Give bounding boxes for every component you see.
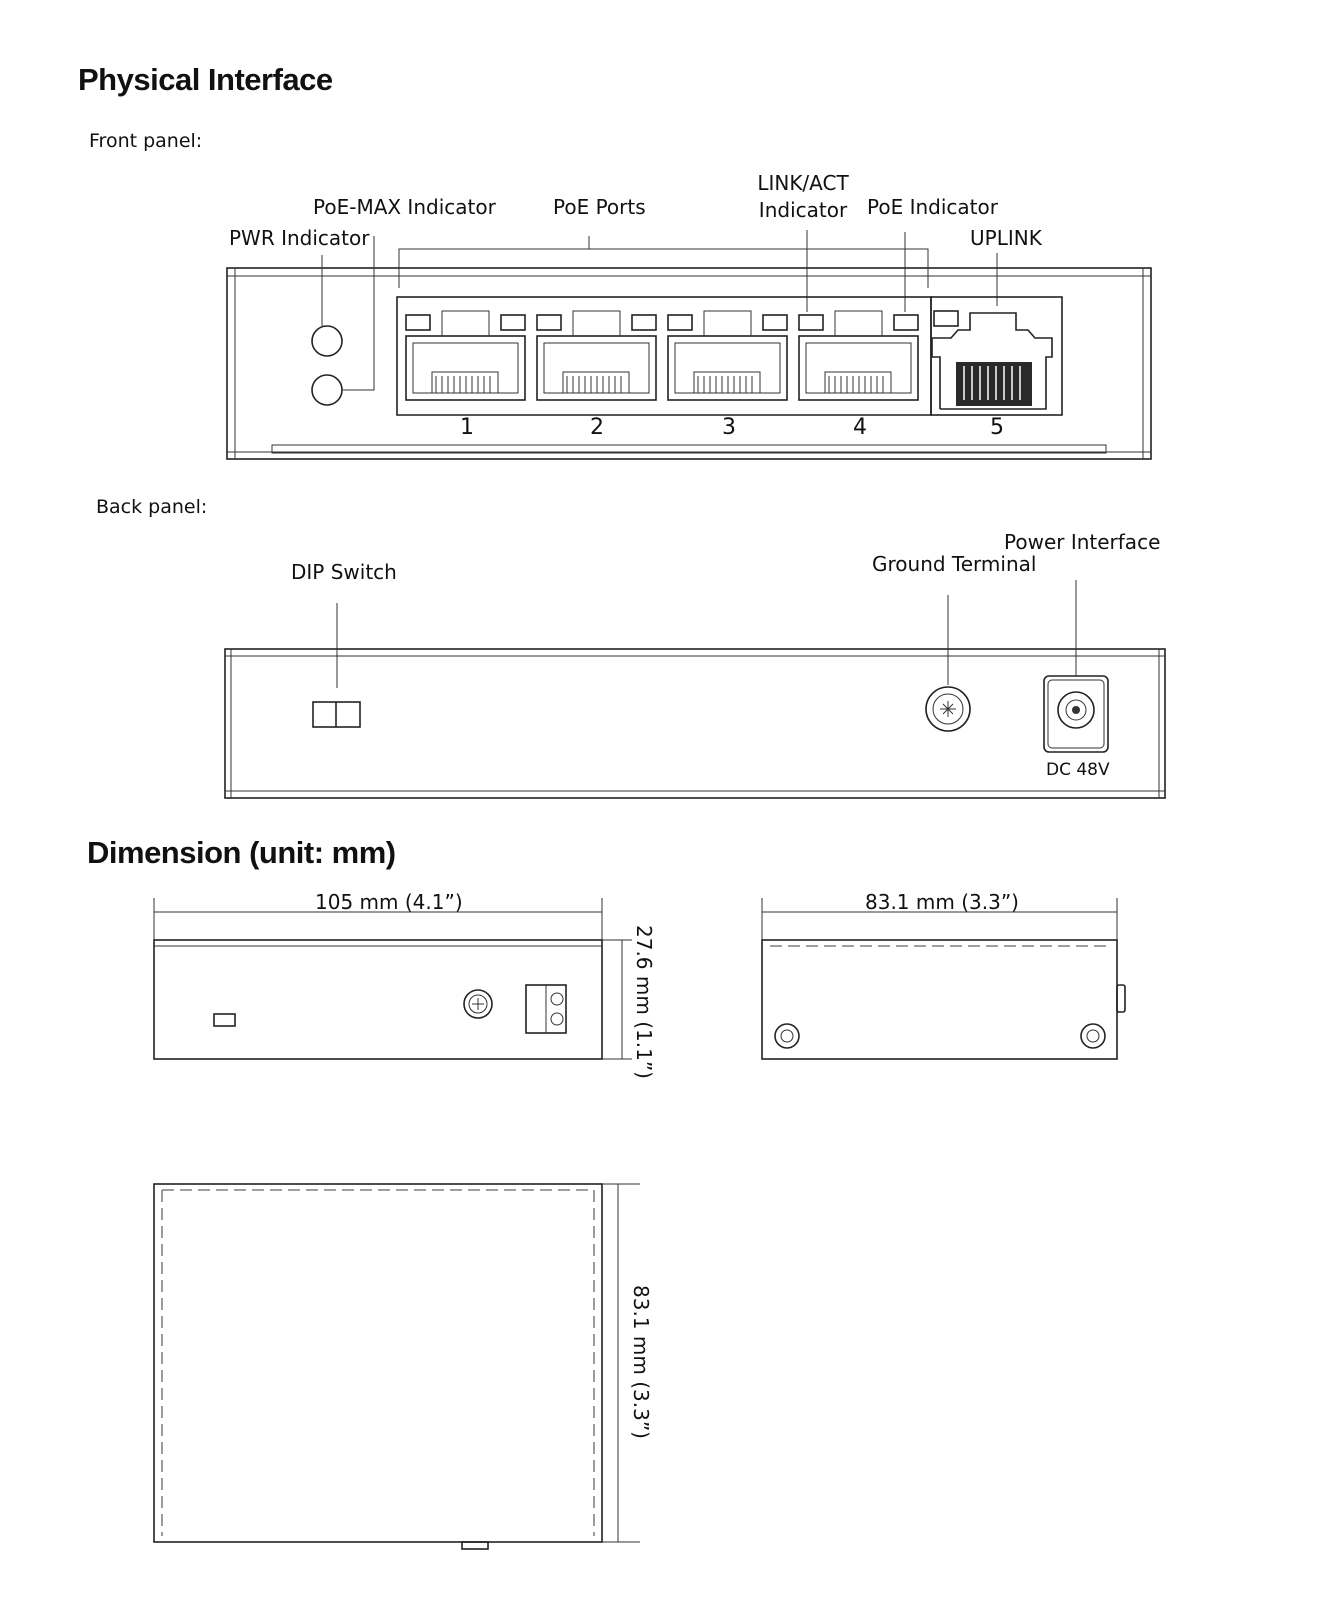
poe-max-led-icon [311, 374, 343, 406]
width-dimension-label: 105 mm (4.1”) [315, 890, 463, 914]
link-act-indicator-label: LINK/ACT Indicator [748, 170, 858, 224]
poe-port-3-icon [667, 310, 788, 401]
poe-port-4-icon [798, 310, 919, 401]
pwr-led-icon [311, 325, 343, 357]
port-number-2: 2 [590, 415, 604, 440]
dimension-end-view-drawing [761, 898, 1126, 1060]
power-interface-icon [1043, 675, 1109, 753]
back-panel-title: Back panel: [96, 496, 208, 518]
poe-ports-group [396, 296, 932, 416]
poe-max-indicator-label: PoE-MAX Indicator [313, 195, 496, 219]
port-number-1: 1 [460, 415, 474, 440]
front-panel-drawing [226, 230, 1152, 460]
screw-left-icon [774, 1023, 800, 1049]
back-panel-housing [224, 648, 1166, 799]
dip-switch-slot-icon [213, 1013, 236, 1027]
poe-port-1-icon [405, 310, 526, 401]
poe-indicator-label: PoE Indicator [867, 195, 998, 219]
back-panel-drawing [224, 580, 1166, 799]
depth-dimension-label-side: 83.1 mm (3.3”) [865, 890, 1019, 914]
uplink-label: UPLINK [970, 226, 1042, 250]
port-number-5: 5 [990, 415, 1004, 440]
dc-rating-label: DC 48V [1046, 760, 1110, 780]
poe-port-2-icon [536, 310, 657, 401]
port-number-4: 4 [853, 415, 867, 440]
terminal-block-icon [525, 984, 567, 1034]
poe-ports-label: PoE Ports [553, 195, 646, 219]
front-panel-housing [226, 267, 1152, 460]
ground-screw-icon [463, 989, 493, 1019]
pwr-indicator-label: PWR Indicator [229, 226, 370, 250]
dip-switch-label: DIP Switch [291, 560, 397, 584]
ground-terminal-label: Ground Terminal [872, 552, 1037, 576]
dimension-side-view-drawing [153, 898, 632, 1060]
ground-terminal-icon [925, 686, 971, 732]
dimension-heading: Dimension (unit: mm) [87, 835, 396, 870]
link-act-line2: Indicator [758, 198, 848, 222]
screw-right-icon [1080, 1023, 1106, 1049]
front-panel-title: Front panel: [89, 130, 203, 152]
link-act-line1: LINK/ACT [757, 171, 849, 195]
physical-interface-heading: Physical Interface [78, 62, 333, 97]
dimension-top-view-drawing [153, 1183, 640, 1550]
dip-switch-icon [312, 701, 361, 728]
power-interface-label: Power Interface [1004, 530, 1161, 554]
port-number-3: 3 [722, 415, 736, 440]
uplink-port-5-icon [930, 296, 1063, 416]
